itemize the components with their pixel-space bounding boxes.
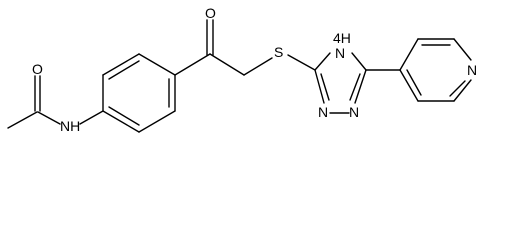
bond-ketone-ch2 — [209, 53, 245, 76]
atom-n-triazole-1: N — [349, 104, 359, 120]
benzene-bond-2 — [102, 53, 140, 76]
bond-ring-ketone — [174, 53, 211, 76]
benzene-inner-bond-3 — [108, 106, 140, 126]
bond-sulfur-triazole — [287, 54, 316, 71]
benzene-bond-6 — [102, 110, 140, 133]
benzene-bond-3 — [138, 53, 176, 76]
structure-canvas: O NH O S 4H N N N N — [7, 5, 477, 134]
triazole-inner-bond-n2-c3 — [320, 73, 330, 101]
atom-o-acetyl: O — [32, 61, 43, 77]
pyridine-bond-1 — [399, 38, 419, 71]
pyridine-inner-bond-2 — [449, 80, 466, 97]
atom-n-pyridine: N — [467, 62, 477, 78]
triazole-bond-nh-c5 — [351, 52, 367, 71]
bond-ch2-sulfur — [243, 57, 273, 76]
bond-nh-ring — [79, 110, 104, 125]
chemical-structure-diagram: O NH O S 4H N N N N — [7, 5, 477, 134]
bond-methyl-carbonyl — [7, 111, 38, 129]
pyridine-bond-6 — [399, 69, 419, 102]
benzene-bond-5 — [138, 110, 176, 133]
atom-n-triazole-2: N — [318, 104, 328, 120]
atom-s-thioether: S — [274, 44, 283, 60]
atom-n-triazole-4: N — [335, 45, 345, 61]
benzene-inner-bond-1 — [108, 60, 140, 80]
triazole-bond-c5-n1 — [354, 69, 367, 104]
pyridine-bond-4 — [453, 79, 472, 102]
bond-carbonyl-nh — [37, 111, 61, 125]
triazole-bond-n2-c3 — [314, 69, 325, 104]
triazole-inner-bond-c5-n1 — [349, 73, 361, 101]
atom-4h-triazole: 4H — [333, 30, 351, 46]
pyridine-bond-3 — [453, 38, 472, 61]
atom-nh-amide: NH — [60, 118, 80, 134]
atom-o-ketone: O — [205, 5, 216, 21]
pyridine-inner-bond-3 — [406, 69, 422, 96]
triazole-bond-c3-nh — [314, 52, 331, 71]
